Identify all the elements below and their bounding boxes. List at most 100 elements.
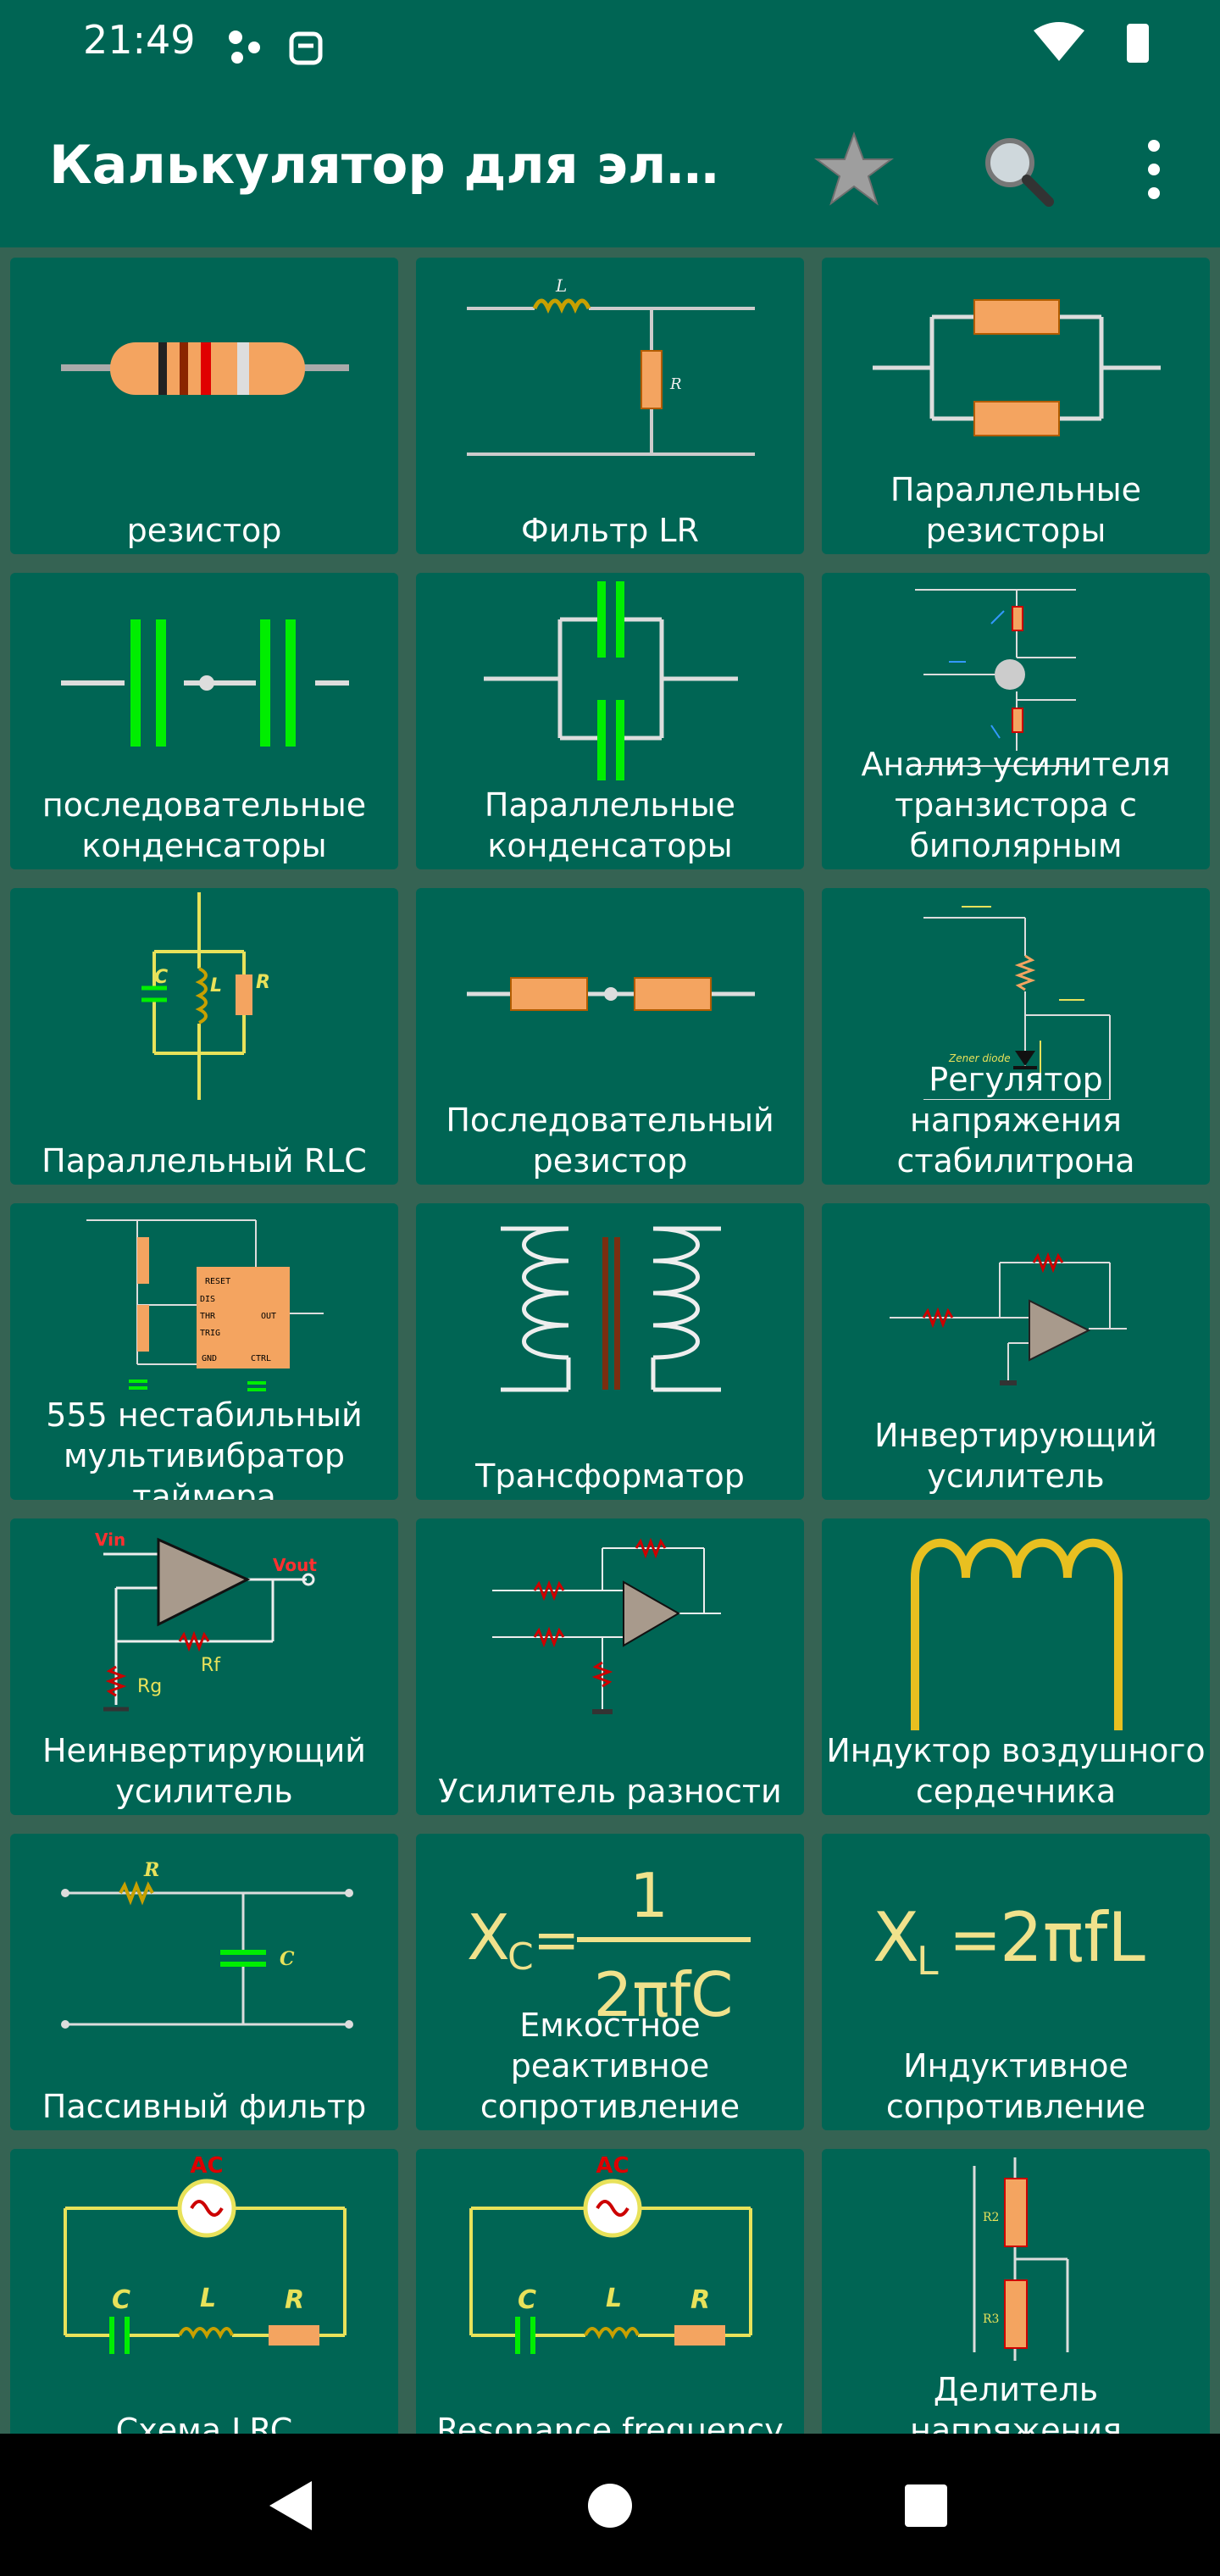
formula-sub: L bbox=[917, 1938, 939, 1984]
diagram-label: L bbox=[555, 275, 567, 296]
diagram-label: C bbox=[280, 1948, 295, 1970]
tile-label: Индуктор воздушного сердечника bbox=[826, 1732, 1206, 1810]
tile-resistor[interactable]: резистор bbox=[10, 258, 398, 554]
series-capacitors-icon bbox=[61, 619, 349, 747]
resistor-icon bbox=[61, 342, 349, 395]
tile-bjt-amplifier[interactable]: Анализ усилителя транзистора с биполярны… bbox=[822, 573, 1210, 869]
diagram-label: OUT bbox=[261, 1312, 276, 1321]
favorites-button[interactable] bbox=[812, 127, 896, 212]
timer-555-icon: RESET DIS THR TRIG OUT GND CTRL bbox=[86, 1219, 324, 1391]
battery-icon bbox=[1127, 24, 1149, 63]
tile-voltage-divider[interactable]: R2 R3 Делитель напряжения bbox=[822, 2149, 1210, 2434]
tile-transformer[interactable]: Трансформатор bbox=[416, 1203, 804, 1500]
diagram-label: C bbox=[112, 2285, 130, 2315]
formula-lhs: X bbox=[873, 1898, 919, 1977]
app-bar: Калькулятор для элект… bbox=[0, 88, 1220, 247]
tile-label: Resonance frequency bbox=[436, 2412, 784, 2434]
tile-capacitive-reactance[interactable]: X C = 1 2πfC Емкостное реактивное сопрот… bbox=[416, 1834, 804, 2130]
lr-filter-icon: L R bbox=[467, 275, 755, 456]
tile-series-capacitors[interactable]: последовательные конденсаторы bbox=[10, 573, 398, 869]
tile-air-core-inductor[interactable]: Индуктор воздушного сердечника bbox=[822, 1518, 1210, 1815]
diagram-label: C bbox=[518, 2285, 536, 2315]
formula-rhs: 2πfL bbox=[1000, 1898, 1145, 1977]
home-circle-icon bbox=[588, 2484, 632, 2528]
navigation-bar bbox=[0, 2434, 1220, 2576]
tile-label: Последовательный резистор bbox=[446, 1102, 774, 1180]
tile-lr-filter[interactable]: L R Фильтр LR bbox=[416, 258, 804, 554]
diagram-label: R2 bbox=[983, 2211, 999, 2224]
bjt-amplifier-icon bbox=[915, 589, 1076, 767]
search-button[interactable] bbox=[974, 127, 1059, 212]
search-icon bbox=[985, 138, 1054, 207]
tile-resonance-frequency[interactable]: AC C L R Resonance frequency bbox=[416, 2149, 804, 2434]
diagram-label: DIS bbox=[200, 1295, 215, 1304]
diagram-label: TRIG bbox=[200, 1329, 220, 1338]
tile-label: Анализ усилителя транзистора с биполярны… bbox=[861, 746, 1171, 864]
tile-label: Параллельные резисторы bbox=[890, 471, 1142, 549]
tile-label: Емкостное реактивное сопротивление bbox=[480, 2007, 740, 2125]
notification-icons bbox=[229, 31, 323, 65]
tile-label: Схема LRC bbox=[115, 2412, 293, 2434]
formula-equals: = bbox=[949, 1903, 1001, 1976]
diagram-label: AC bbox=[596, 2153, 629, 2179]
wifi-icon bbox=[1034, 22, 1084, 61]
zener-regulator-icon: Zener diode bbox=[923, 906, 1111, 1100]
formula-sub: C bbox=[507, 1935, 534, 1979]
diagram-label: R bbox=[690, 2285, 710, 2315]
passive-filter-icon: R C bbox=[61, 1859, 353, 2029]
diagram-label: GND bbox=[202, 1354, 217, 1363]
tile-label: Параллельный RLC bbox=[42, 1142, 367, 1180]
formula-lhs: X bbox=[467, 1901, 510, 1974]
diagram-label: Vout bbox=[273, 1555, 317, 1575]
transformer-icon bbox=[501, 1226, 721, 1392]
robot-notification-icon bbox=[289, 31, 323, 65]
tile-passive-filter[interactable]: R C Пассивный фильтр bbox=[10, 1834, 398, 2130]
diagram-label: R bbox=[669, 375, 682, 393]
parallel-rlc-icon: C L R bbox=[141, 892, 270, 1100]
diagram-label: L bbox=[200, 2284, 216, 2313]
calculator-grid: резистор L R Фильтр LR bbox=[0, 247, 1220, 2434]
diagram-label: C bbox=[154, 967, 168, 988]
recents-button[interactable] bbox=[888, 2468, 964, 2544]
tile-inductive-reactance[interactable]: X L = 2πfL Индуктивное сопротивление bbox=[822, 1834, 1210, 2130]
status-time: 21:49 bbox=[83, 17, 196, 63]
more-options-button[interactable] bbox=[1112, 127, 1196, 212]
tile-inverting-amp[interactable]: Инвертирующий усилитель bbox=[822, 1203, 1210, 1500]
tile-label: последовательные конденсаторы bbox=[42, 786, 367, 864]
tile-label: Неинвертирующий усилитель bbox=[42, 1732, 366, 1810]
resonance-frequency-icon: AC C L R bbox=[469, 2153, 752, 2354]
inverting-amp-icon bbox=[890, 1252, 1127, 1385]
voltage-divider-icon: R2 R3 bbox=[973, 2157, 1069, 2361]
home-button[interactable] bbox=[572, 2468, 648, 2544]
tile-parallel-capacitors[interactable]: Параллельные конденсаторы bbox=[416, 573, 804, 869]
tile-label: резистор bbox=[126, 512, 282, 549]
star-icon bbox=[813, 131, 895, 206]
formula-equals: = bbox=[533, 1907, 580, 1973]
tile-difference-amp[interactable]: Усилитель разности bbox=[416, 1518, 804, 1815]
inductive-reactance-icon: X L = 2πfL bbox=[873, 1898, 1145, 1984]
more-vert-icon bbox=[1148, 140, 1160, 199]
diagram-label: L bbox=[210, 975, 222, 997]
tile-zener-regulator[interactable]: Zener diode Регулятор напряжения стабили… bbox=[822, 888, 1210, 1185]
diagram-label: R bbox=[143, 1859, 159, 1881]
diagram-label: CTRL bbox=[251, 1354, 271, 1363]
system-icons bbox=[1034, 22, 1149, 63]
tile-555-timer[interactable]: RESET DIS THR TRIG OUT GND CTRL 555 нест… bbox=[10, 1203, 398, 1500]
diagram-label: R3 bbox=[983, 2312, 999, 2326]
parallel-resistors-icon bbox=[873, 299, 1161, 436]
diagram-label: Vin bbox=[95, 1530, 125, 1550]
tile-label: Параллельные конденсаторы bbox=[484, 786, 736, 864]
tile-parallel-rlc[interactable]: C L R Параллельный RLC bbox=[10, 888, 398, 1185]
parallel-capacitors-icon bbox=[484, 581, 738, 780]
tile-non-inverting-amp[interactable]: Vin Vout Rf Rg Неинвертирующий усилитель bbox=[10, 1518, 398, 1815]
difference-amp-icon bbox=[492, 1537, 721, 1714]
tile-parallel-resistors[interactable]: Параллельные резисторы bbox=[822, 258, 1210, 554]
diagram-label: AC bbox=[190, 2153, 223, 2179]
tile-series-resistor[interactable]: Последовательный резистор bbox=[416, 888, 804, 1185]
back-button[interactable] bbox=[254, 2468, 330, 2544]
dots-notification-icon bbox=[229, 31, 260, 64]
tile-label: 555 нестабильный мультивибратор таймера bbox=[46, 1396, 363, 1500]
tile-lrc-circuit[interactable]: AC C L R Схема LRC bbox=[10, 2149, 398, 2434]
status-bar: 21:49 bbox=[0, 0, 1220, 88]
recents-square-icon bbox=[905, 2484, 947, 2527]
